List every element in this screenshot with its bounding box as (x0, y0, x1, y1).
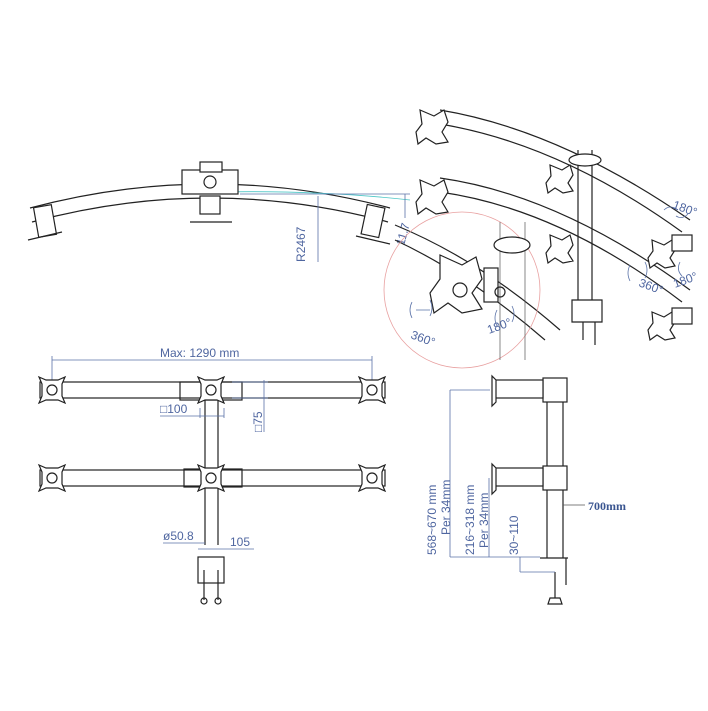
clamp-knob-left-front (200, 597, 208, 605)
rotation-arrow-360-detail (409, 299, 433, 319)
detail-tension-knob (494, 286, 506, 298)
vesa-plate-mid-center (545, 234, 574, 265)
rotation-arrow-360-right (627, 261, 648, 282)
vesa-plate-top-center (545, 164, 574, 195)
vesa-75-label: □75 (251, 411, 265, 432)
detail-pole-collar (493, 236, 531, 254)
lower-step-label: Per 34mm (477, 493, 491, 548)
upper-vesa-plate-side (491, 374, 497, 408)
rotation-label-180-detail: 180° (485, 315, 513, 337)
lower-arm-hub (542, 465, 568, 491)
rotation-arrow-180-right (678, 261, 683, 277)
detail-tilt-bracket (483, 267, 499, 303)
center-hub (181, 169, 239, 195)
middle-arm-inner (439, 191, 683, 303)
top-arm-outer (439, 109, 691, 221)
vesa-plate-lower-left (38, 464, 66, 492)
vesa-plate-mid-right (647, 311, 676, 342)
center-vesa-mount (199, 195, 221, 215)
top-arm-inner (439, 123, 683, 233)
rotation-label-360-detail: 360° (409, 328, 437, 350)
upper-tilt-head (492, 379, 544, 399)
desk-clamp-front (197, 556, 225, 584)
vesa-plate-mid-left (415, 179, 449, 216)
vesa-plate-top-right (647, 239, 676, 270)
vesa-plate-top-left (415, 109, 449, 146)
rotation-label-180-right: 180° (671, 269, 699, 291)
vesa-100-label: □100 (160, 402, 188, 416)
detail-plate-center (452, 282, 468, 298)
rotation-arrow-180-detail (494, 305, 515, 327)
rotation-label-360-right: 360° (637, 276, 665, 298)
clamp-width-label: 105 (230, 535, 250, 549)
middle-arm-outer (439, 177, 691, 291)
hub-cap (199, 161, 223, 173)
rotation-arrow-180-top (663, 206, 689, 218)
vesa-plate-upper-left (38, 376, 66, 404)
desk-clamp (571, 299, 603, 323)
vesa-plate-lower-center (197, 464, 225, 492)
pole-top-hub (568, 153, 602, 167)
lower-vesa-plate-side (491, 462, 497, 496)
clamp-knob-right-front (214, 597, 222, 605)
side-view: 568~670 mm Per 34mm 216~318 mm Per 34mm … (425, 374, 626, 605)
upper-height-label: 568~670 mm (425, 485, 439, 555)
vesa-plate-lower-right (358, 464, 386, 492)
mid-right-arm-end (671, 307, 693, 325)
front-view: Max: 1290 mm □100 □75 ø50.8 105 (38, 346, 386, 605)
vesa-plate-upper-center (197, 376, 225, 404)
lower-height-label: 216~318 mm (463, 485, 477, 555)
upper-arm-hub (542, 377, 568, 403)
radius-label: R2467 (294, 226, 308, 262)
max-width-label: Max: 1290 mm (160, 346, 239, 360)
lower-tilt-head (492, 467, 544, 487)
left-vesa-mount (27, 203, 63, 241)
pole-diameter-label: ø50.8 (163, 529, 194, 543)
isometric-view: 360° 180° 180° 360° 180° (383, 109, 700, 369)
hub-bolt (203, 175, 217, 189)
vesa-plate-upper-right (358, 376, 386, 404)
top-right-arm-end (671, 234, 693, 252)
upper-step-label: Per 34mm (439, 480, 453, 535)
clamp-range-label: 30~110 (507, 515, 521, 555)
pole-height-label: 700mm (588, 499, 626, 513)
clamp-knob-side (547, 597, 563, 605)
angle-label: 11.7 (393, 221, 412, 247)
detail-circle (383, 211, 541, 369)
right-vesa-mount (355, 203, 391, 245)
center-line (214, 191, 411, 201)
top-view: R2467 11.7 (27, 161, 413, 262)
